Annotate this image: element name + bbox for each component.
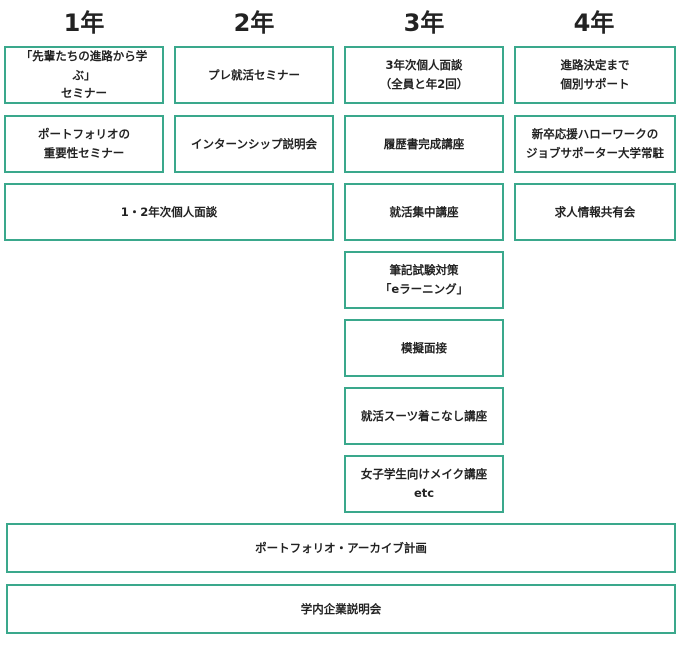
year3-interview-box: 3年次個人面談 （全員と年2回）: [344, 46, 504, 104]
header-year-4: 4年: [573, 9, 615, 37]
company-briefing-box: 学内企業説明会: [6, 584, 676, 634]
senpai-seminar-box: 「先輩たちの進路から学ぶ」 セミナー: [4, 46, 164, 104]
pre-job-seminar-box: プレ就活セミナー: [174, 46, 334, 104]
written-test-box: 筆記試験対策 「eラーニング」: [344, 251, 504, 309]
hello-work-box: 新卒応援ハローワークの ジョブサポーター大学常駐: [514, 115, 676, 173]
header-year-3: 3年: [403, 9, 445, 37]
mock-interview-box: 模擬面接: [344, 319, 504, 377]
intensive-course-box: 就活集中講座: [344, 183, 504, 241]
header-year-1: 1年: [63, 9, 105, 37]
makeup-course-box: 女子学生向けメイク講座 etc: [344, 455, 504, 513]
job-info-box: 求人情報共有会: [514, 183, 676, 241]
portfolio-plan-box: ポートフォリオ・アーカイブ計画: [6, 523, 676, 573]
portfolio-seminar-box: ポートフォリオの 重要性セミナー: [4, 115, 164, 173]
resume-course-box: 履歴書完成講座: [344, 115, 504, 173]
internship-briefing-box: インターンシップ説明会: [174, 115, 334, 173]
header-year-2: 2年: [233, 9, 275, 37]
individual-support-box: 進路決定まで 個別サポート: [514, 46, 676, 104]
suit-course-box: 就活スーツ着こなし講座: [344, 387, 504, 445]
year12-interview-box: 1・2年次個人面談: [4, 183, 334, 241]
